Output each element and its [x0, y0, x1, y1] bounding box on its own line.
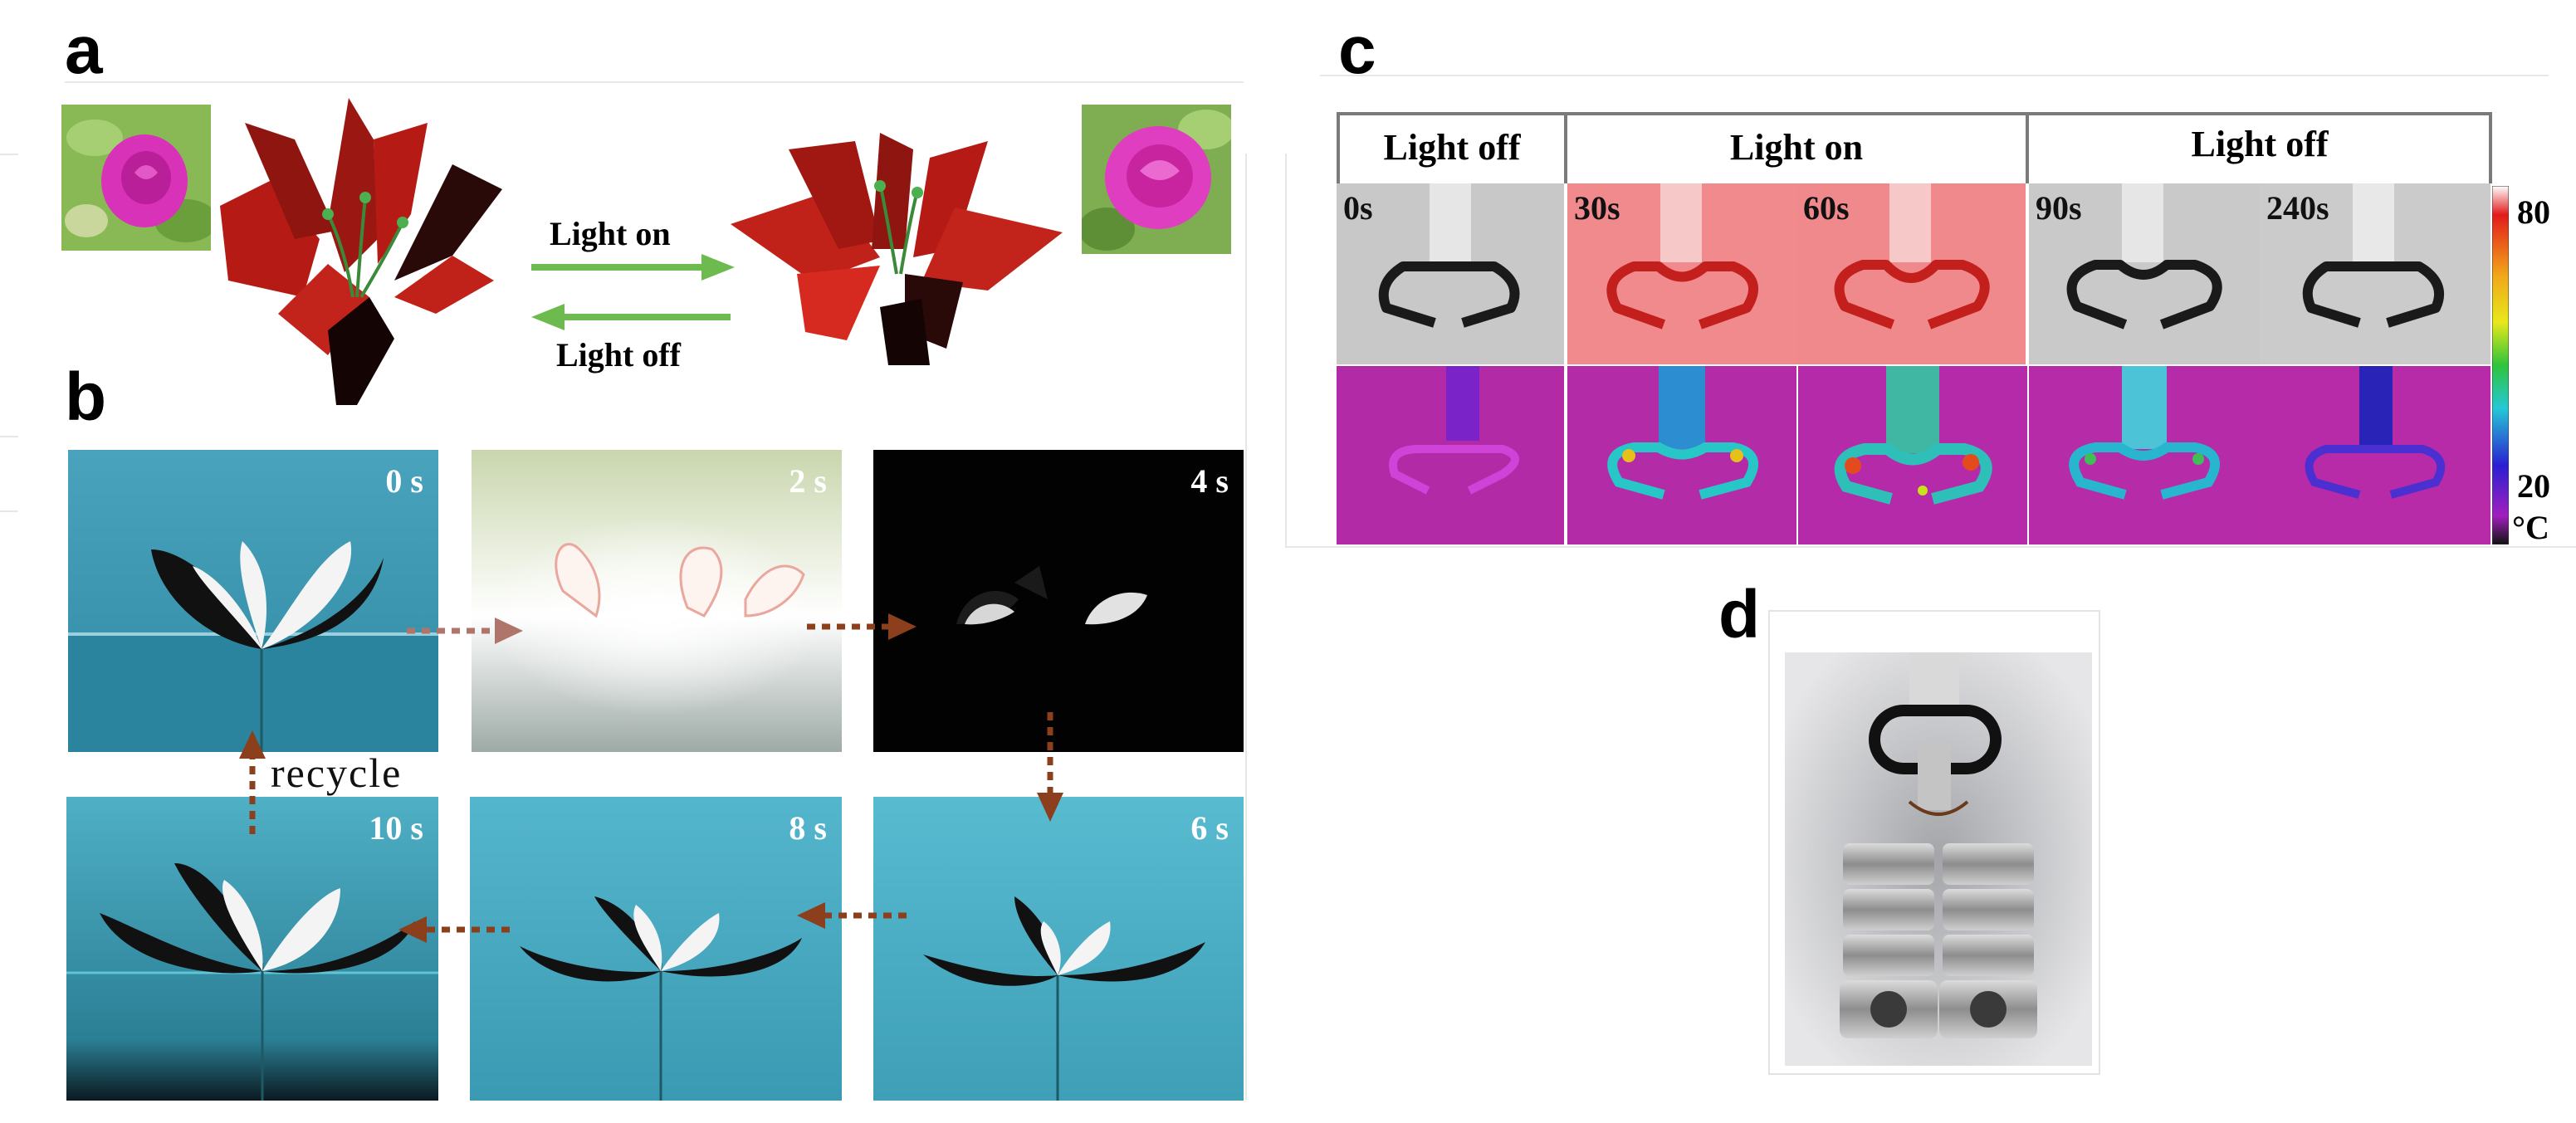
photo-60s: 60s: [1796, 183, 2026, 364]
rose-photo-left: [61, 105, 211, 251]
gripper-photo-cooling: [2029, 183, 2260, 364]
tile-4s: 4 s: [873, 450, 1244, 752]
colorbar-min: 20: [2517, 467, 2550, 505]
time-label: 0 s: [385, 462, 423, 500]
thermal-60s: [1798, 366, 2027, 544]
temperature-colorbar: [2492, 186, 2509, 544]
gripper-photo-open: [1337, 183, 1564, 364]
arrow-light-on-head: [701, 254, 735, 281]
tile-6s: 6 s: [873, 797, 1244, 1101]
thermal-image-240s: [2260, 366, 2490, 544]
divider-middle: [1245, 154, 1247, 1100]
time-label: 2 s: [789, 462, 827, 500]
flower-recovering-scene: [873, 797, 1244, 1101]
flower-opening-scene: [470, 797, 842, 1101]
gripper-photo-recovered: [2260, 183, 2490, 364]
gripper-nuts-image: [1785, 652, 2092, 1066]
header-table: [1337, 112, 2492, 183]
rose-photo-right: [1082, 105, 1231, 254]
thermal-0s: [1337, 366, 1564, 544]
thermal-image-90s: [2029, 366, 2260, 544]
divider-c: [1320, 75, 2549, 76]
flower-dark-scene: [873, 450, 1244, 752]
time-label: 0s: [1343, 189, 1373, 227]
divider-c-left: [1285, 154, 1287, 548]
time-label: 8 s: [789, 809, 827, 847]
rose-image-right: [1082, 105, 1231, 254]
panel-letter-c: c: [1338, 12, 1376, 88]
thermal-image-60s: [1798, 366, 2027, 544]
thermal-90s: [2029, 366, 2260, 544]
gripper-photo-heated: [1796, 183, 2026, 364]
flower-open-scene: [68, 450, 438, 752]
panel-letter-a: a: [65, 12, 103, 88]
photo-240s: 240s: [2260, 183, 2490, 364]
gripper-photo-heated: [1567, 183, 1796, 364]
flower-reopened-scene: [66, 797, 438, 1101]
gripper-lifting-nuts-photo: [1785, 652, 2092, 1066]
photo-0s: 0s: [1337, 183, 1564, 364]
tile-0s: 0 s: [68, 450, 438, 752]
lily-open-illustration: [220, 98, 502, 405]
panel-letter-d: d: [1718, 577, 1761, 652]
time-label: 90s: [2036, 189, 2082, 227]
header-divider-2: [2026, 112, 2029, 183]
thermal-image-0s: [1337, 366, 1564, 544]
panel-a-arrows: [531, 254, 735, 330]
photo-30s: 30s: [1567, 183, 1796, 364]
time-label: 240s: [2266, 189, 2329, 227]
divider-left-edge-3: [0, 510, 18, 512]
time-label: 4 s: [1190, 462, 1229, 500]
arrow-light-off-head: [531, 304, 565, 330]
divider-c-bottom: [1285, 546, 2576, 548]
header-light-on: Light on: [1729, 127, 1864, 168]
label-recycle: recycle: [271, 749, 403, 796]
header-light-off-2: Light off: [2191, 124, 2329, 164]
lily-closed-illustration: [731, 133, 1063, 365]
tile-8s: 8 s: [470, 797, 842, 1101]
panel-b-arrows: [239, 613, 1063, 943]
panel-letter-b: b: [65, 359, 107, 435]
thermal-30s: [1567, 366, 1796, 544]
tile-2s: 2 s: [472, 450, 842, 752]
rose-image-left: [61, 105, 211, 251]
header-light-off-1: Light off: [1383, 127, 1521, 168]
thermal-240s: [2260, 366, 2490, 544]
time-label: 6 s: [1190, 809, 1229, 847]
tile-10s: 10 s: [66, 797, 438, 1101]
photo-90s: 90s: [2029, 183, 2260, 364]
flower-illuminated-scene: [472, 450, 842, 752]
label-light-off: Light off: [556, 336, 681, 374]
divider-left-edge-2: [0, 436, 18, 437]
thermal-image-30s: [1567, 366, 1796, 544]
colorbar-unit: °C: [2512, 509, 2549, 546]
colorbar-max: 80: [2517, 193, 2550, 231]
divider-left-edge: [0, 154, 18, 155]
time-label: 60s: [1803, 189, 1850, 227]
label-light-on: Light on: [550, 215, 671, 252]
header-divider-1: [1564, 112, 1567, 183]
time-label: 30s: [1574, 189, 1620, 227]
divider-a: [65, 81, 1244, 83]
time-label: 10 s: [369, 809, 423, 847]
